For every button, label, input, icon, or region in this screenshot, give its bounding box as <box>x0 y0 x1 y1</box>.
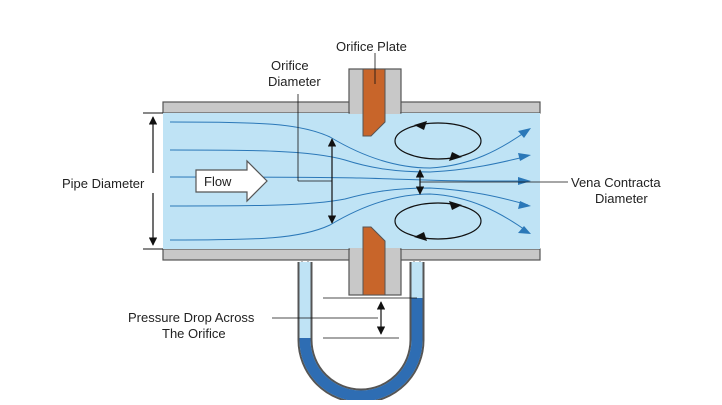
vena-contracta-label-line1: Vena Contracta <box>571 175 661 190</box>
pipe-diameter-dimension: Pipe Diameter <box>62 112 163 250</box>
pipe-diameter-label: Pipe Diameter <box>62 176 145 191</box>
pressure-drop-label-line2: The Orifice <box>162 326 226 341</box>
orifice-plate-top <box>362 68 386 137</box>
orifice-plate-bottom <box>362 226 386 296</box>
pressure-drop-label-line1: Pressure Drop Across <box>128 310 255 325</box>
eddies <box>394 121 482 241</box>
orifice-diameter-dimension: Orifice Diameter <box>268 58 337 224</box>
manometer <box>297 249 425 404</box>
orifice-plate-callout: Orifice Plate <box>336 39 407 84</box>
orifice-plate-label: Orifice Plate <box>336 39 407 54</box>
vena-contracta-dimension: Vena Contracta Diameter <box>415 169 661 206</box>
vena-contracta-label-line2: Diameter <box>595 191 648 206</box>
eddy-bottom <box>394 202 482 240</box>
orifice-plate <box>362 68 386 296</box>
eddy-top <box>394 122 482 160</box>
manometer-fluid <box>299 298 423 402</box>
orifice-diameter-label-line2: Diameter <box>268 74 321 89</box>
flow-arrow: Flow <box>195 159 268 203</box>
pressure-drop-dimension: Pressure Drop Across The Orifice <box>128 297 417 341</box>
orifice-diameter-label-line1: Orifice <box>271 58 309 73</box>
flow-label: Flow <box>204 174 232 189</box>
